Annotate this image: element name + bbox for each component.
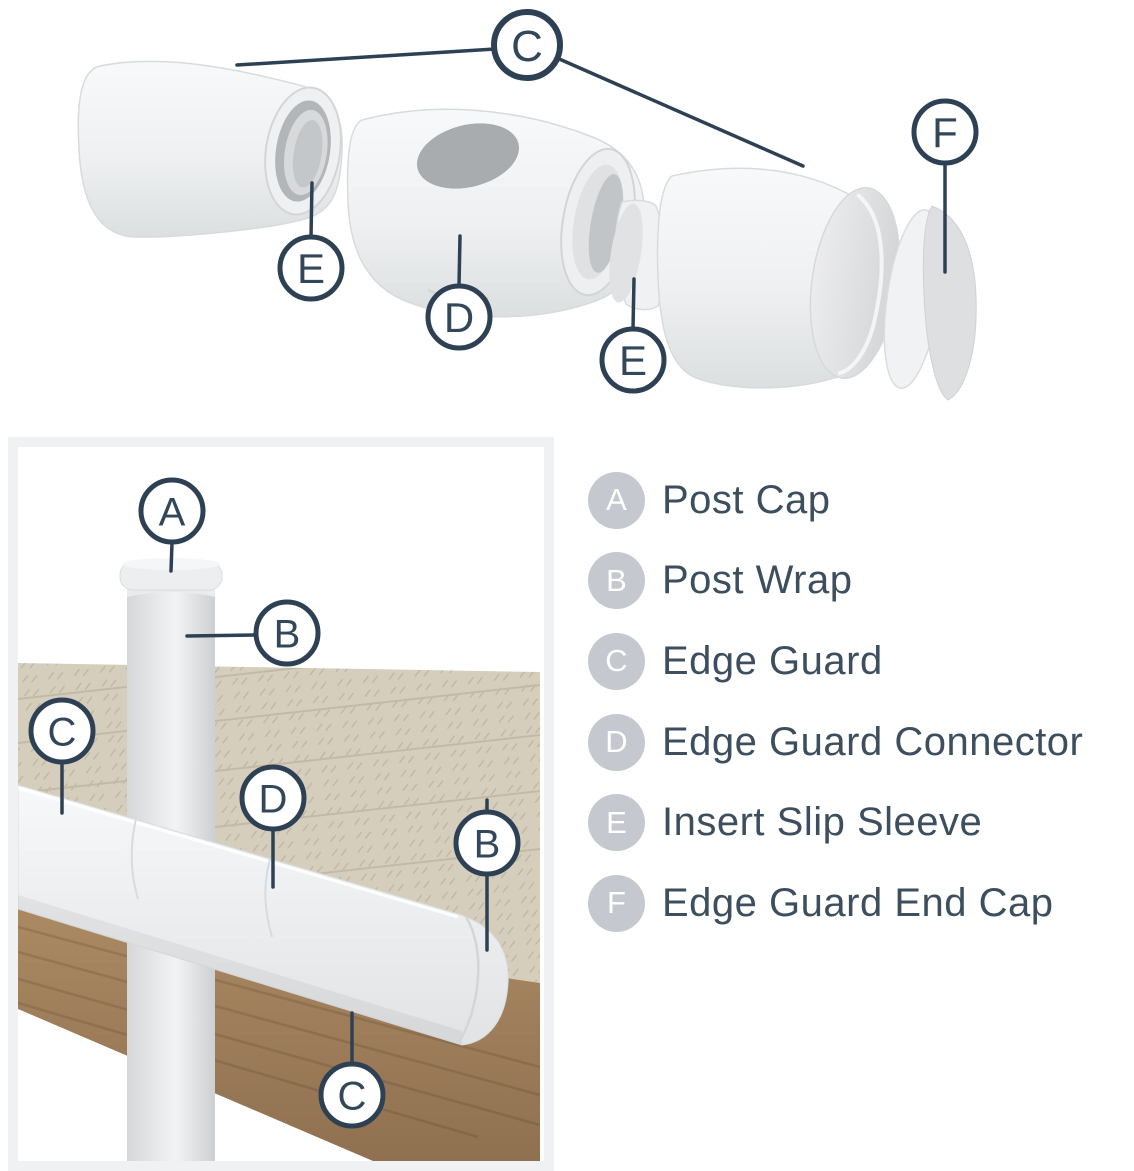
legend-item-edge-guard: C Edge Guard xyxy=(588,621,1134,702)
edge-guard-installed xyxy=(18,784,509,1046)
legend-badge-f: F xyxy=(588,874,645,932)
callout-a-photo: A xyxy=(138,477,206,545)
callout-c-top: C xyxy=(491,9,563,81)
callout-b-guard-end: B xyxy=(453,809,521,877)
callout-e-right: E xyxy=(599,326,667,394)
edge-guard-right-piece xyxy=(656,167,901,389)
legend-badge-a: A xyxy=(588,471,645,529)
installed-photo: A B C D B C xyxy=(18,477,540,1161)
legend-item-edge-guard-connector: D Edge Guard Connector xyxy=(588,702,1134,783)
parts-legend: A Post Cap B Post Wrap C Edge Guard D Ed… xyxy=(588,460,1134,944)
callout-d-top: D xyxy=(425,283,493,351)
callout-e-left-letter: E xyxy=(297,245,325,292)
legend-label-post-cap: Post Cap xyxy=(662,477,831,522)
callout-f-top: F xyxy=(911,98,979,166)
legend-badge-d: D xyxy=(588,713,645,771)
edge-guard-connector-piece xyxy=(346,108,645,318)
legend-item-edge-guard-end-cap: F Edge Guard End Cap xyxy=(588,863,1134,944)
legend-label-post-wrap: Post Wrap xyxy=(662,558,853,603)
legend-item-post-cap: A Post Cap xyxy=(588,460,1134,541)
exploded-callout-lines xyxy=(235,47,947,331)
callout-c-top-letter: C xyxy=(511,22,543,71)
callout-c-left-photo: C xyxy=(28,697,96,765)
callout-b-post-letter: B xyxy=(274,612,301,656)
legend-label-edge-guard-connector: Edge Guard Connector xyxy=(662,719,1084,764)
callout-c-left-photo-letter: C xyxy=(48,710,77,754)
legend-item-insert-slip-sleeve: E Insert Slip Sleeve xyxy=(588,782,1134,863)
legend-badge-c: C xyxy=(588,632,645,690)
callout-a-photo-letter: A xyxy=(159,490,186,534)
edge-guard-end-cap-piece xyxy=(883,205,977,401)
installed-photo-frame: A B C D B C xyxy=(8,437,554,1171)
legend-label-insert-slip-sleeve: Insert Slip Sleeve xyxy=(662,800,983,845)
callout-d-photo: D xyxy=(239,764,307,832)
callout-d-photo-letter: D xyxy=(259,777,288,821)
callout-b-post: B xyxy=(253,599,321,667)
callout-c-bottom-photo-letter: C xyxy=(338,1074,367,1118)
callout-f-top-letter: F xyxy=(932,109,958,156)
legend-badge-e: E xyxy=(588,794,645,852)
legend-label-edge-guard-end-cap: Edge Guard End Cap xyxy=(662,880,1054,925)
callout-c-bottom-photo: C xyxy=(318,1061,386,1129)
legend-label-edge-guard: Edge Guard xyxy=(662,638,883,683)
legend-item-post-wrap: B Post Wrap xyxy=(588,541,1134,622)
callout-e-left: E xyxy=(277,234,345,302)
exploded-diagram: C E D E F xyxy=(77,9,979,401)
legend-badge-b: B xyxy=(588,552,645,610)
callout-b-guard-end-letter: B xyxy=(474,822,501,866)
callout-e-right-letter: E xyxy=(619,337,647,384)
callout-d-top-letter: D xyxy=(444,294,474,341)
edge-guard-left-piece xyxy=(77,60,343,238)
